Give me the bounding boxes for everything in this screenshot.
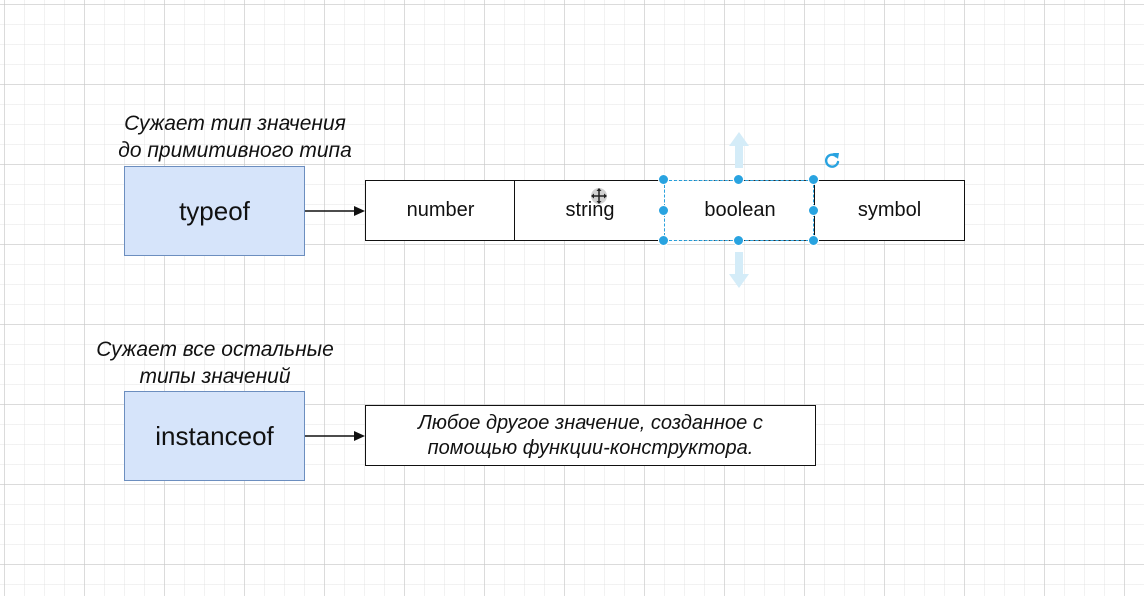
type-cell-number[interactable]: number [365,180,516,241]
typeof-box[interactable]: typeof [124,166,305,256]
typeof-caption-line1: Сужает тип значения [124,112,346,135]
type-label-symbol: symbol [857,199,922,221]
resize-handle-bottom-left[interactable] [658,235,669,246]
resize-handle-right[interactable] [808,205,819,216]
instanceof-label: instanceof [155,420,274,451]
note-line2: помощью функции-конструктора. [427,436,754,459]
move-cursor-icon [591,188,607,204]
type-label-boolean: boolean [704,199,776,221]
constructor-note[interactable]: Любое другое значение, созданное с помощ… [365,405,816,466]
resize-handle-bottom[interactable] [733,235,744,246]
type-cell-string[interactable]: string [514,180,666,241]
type-label-string: string [565,199,615,221]
instanceof-box[interactable]: instanceof [124,391,305,481]
instanceof-arrow[interactable] [305,426,367,446]
typeof-caption-line2: до примитивного типа [118,139,352,162]
resize-handle-top-left[interactable] [658,174,669,185]
type-cell-boolean[interactable]: boolean [664,180,816,241]
resize-handle-top[interactable] [733,174,744,185]
type-cell-symbol[interactable]: symbol [814,180,965,241]
instanceof-caption-line1: Сужает все остальные [96,338,334,361]
instanceof-caption-line2: типы значений [139,365,291,388]
arrow-up-icon[interactable] [728,130,750,170]
resize-handle-top-right[interactable] [808,174,819,185]
note-line1: Любое другое значение, созданное с [418,411,763,434]
rotate-icon[interactable] [822,151,842,171]
instanceof-caption: Сужает все остальные типы значений [40,336,390,390]
typeof-caption: Сужает тип значения до примитивного типа [60,110,410,164]
resize-handle-left[interactable] [658,205,669,216]
resize-handle-bottom-right[interactable] [808,235,819,246]
typeof-arrow[interactable] [305,201,367,221]
typeof-label: typeof [179,195,250,226]
arrow-down-icon[interactable] [728,250,750,290]
type-label-number: number [406,199,475,221]
